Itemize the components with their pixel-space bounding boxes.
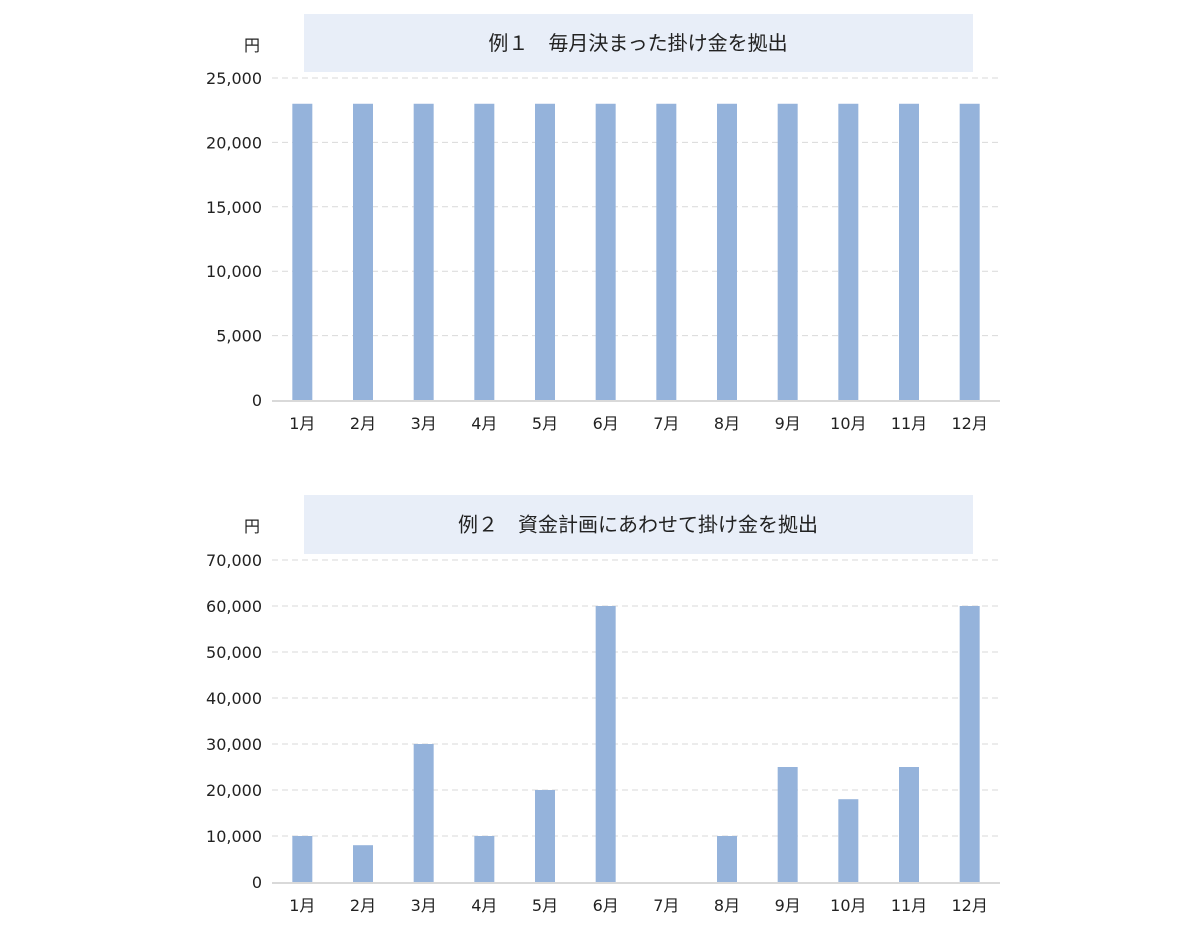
chart-1: 例１ 毎月決まった掛け金を拠出 円 0 5,000 10,000 15,000 20,000… (206, 14, 1000, 433)
x-tick-label: 4月 (471, 414, 497, 433)
bar-3月 (413, 744, 434, 882)
x-tick-label: 12月 (951, 896, 987, 915)
bar-4月 (474, 836, 495, 882)
bar-4月 (474, 103, 495, 400)
x-tick-label: 3月 (411, 414, 437, 433)
x-tick-label: 8月 (714, 414, 740, 433)
x-tick-label: 9月 (775, 896, 801, 915)
y-tick-label: 0 (252, 391, 262, 410)
y-tick-label: 40,000 (206, 689, 262, 708)
x-tick-label: 1月 (289, 414, 315, 433)
x-tick-label: 5月 (532, 896, 558, 915)
bar-10月 (838, 799, 859, 882)
bar-5月 (535, 790, 555, 882)
bar-6月 (595, 103, 616, 400)
bar-5月 (535, 103, 555, 400)
bar-2月 (353, 845, 373, 882)
x-tick-label: 1月 (289, 896, 315, 915)
bar-11月 (899, 767, 919, 882)
chart-title-box (304, 14, 973, 72)
bar-1月 (292, 836, 313, 882)
bar-7月 (656, 103, 677, 400)
x-tick-label: 4月 (471, 896, 497, 915)
x-tick-label: 12月 (951, 414, 987, 433)
y-tick-label: 25,000 (206, 69, 262, 88)
x-tick-label: 6月 (593, 414, 619, 433)
bar-11月 (899, 103, 919, 400)
y-tick-label: 70,000 (206, 551, 262, 570)
y-tick-label: 20,000 (206, 781, 262, 800)
bar-3月 (413, 103, 434, 400)
y-tick-label: 50,000 (206, 643, 262, 662)
bar-6月 (595, 606, 616, 882)
y-axis-unit-label: 円 (244, 517, 260, 536)
bar-1月 (292, 103, 313, 400)
x-tick-label: 2月 (350, 414, 376, 433)
x-tick-label: 3月 (411, 896, 437, 915)
y-tick-label: 60,000 (206, 597, 262, 616)
bar-8月 (717, 103, 737, 400)
x-tick-label: 6月 (593, 896, 619, 915)
x-tick-label: 7月 (653, 896, 679, 915)
y-tick-label: 10,000 (206, 262, 262, 281)
chart-title-box (304, 495, 973, 554)
y-tick-label: 15,000 (206, 198, 262, 217)
bar-8月 (717, 836, 737, 882)
x-tick-label: 2月 (350, 896, 376, 915)
bar-12月 (959, 606, 980, 882)
y-axis-unit-label: 円 (244, 36, 260, 55)
bar-10月 (838, 103, 859, 400)
chart-title: 例２ 資金計画にあわせて掛け金を拠出 (458, 513, 818, 537)
chart-title: 例１ 毎月決まった掛け金を拠出 (488, 31, 787, 55)
x-tick-label: 7月 (653, 414, 679, 433)
x-tick-label: 11月 (891, 414, 927, 433)
chart-2: 例２ 資金計画にあわせて掛け金を拠出 円 0 10,000 20,000 30,000 40… (206, 495, 1000, 915)
bar-9月 (777, 103, 798, 400)
x-tick-label: 11月 (891, 896, 927, 915)
y-tick-label: 0 (252, 873, 262, 892)
bar-9月 (777, 767, 798, 882)
x-tick-label: 5月 (532, 414, 558, 433)
y-tick-label: 10,000 (206, 827, 262, 846)
bar-2月 (353, 103, 373, 400)
x-tick-label: 8月 (714, 896, 740, 915)
x-tick-label: 10月 (830, 414, 866, 433)
y-tick-label: 30,000 (206, 735, 262, 754)
bar-12月 (959, 103, 980, 400)
y-tick-label: 5,000 (216, 327, 262, 346)
y-tick-label: 20,000 (206, 133, 262, 152)
x-tick-label: 10月 (830, 896, 866, 915)
x-tick-label: 9月 (775, 414, 801, 433)
